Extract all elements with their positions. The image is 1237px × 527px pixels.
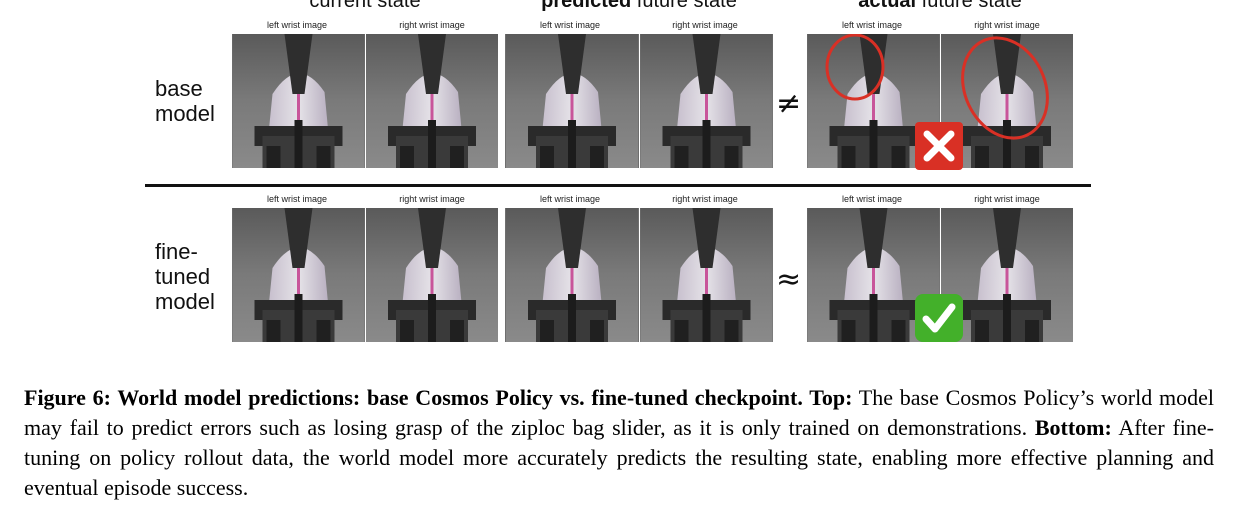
caption-top-text: The base Cosmos Policy’s world model may… <box>24 385 1214 440</box>
photo-finetuned-actual-right <box>941 208 1073 342</box>
figure-caption: Figure 6: World model predictions: base … <box>24 383 1214 503</box>
row-label-line: tuned <box>155 264 211 289</box>
row-divider <box>145 184 1091 187</box>
image-label: left wrist image <box>266 20 328 30</box>
row-label-line: base <box>155 76 203 101</box>
row-label-line: model <box>155 101 215 126</box>
column-header-predicted: predicted future state <box>505 0 773 13</box>
photo-finetuned-current-left <box>232 208 365 342</box>
annotation-circle <box>825 34 885 101</box>
column-header-current-text: current state <box>309 0 421 12</box>
column-header-actual-bold: actual <box>858 0 917 12</box>
caption-figure-number: Figure 6: <box>24 385 111 410</box>
annotation-circle <box>961 36 1049 140</box>
photo-base-predicted-left <box>505 34 639 168</box>
check-mark-icon <box>915 294 963 342</box>
caption-title: World model predictions: base Cosmos Pol… <box>111 385 803 410</box>
row-label-finetuned: fine- tuned model <box>155 239 215 314</box>
caption-bottom-text: After fine-tuning on policy rollout data… <box>24 415 1215 500</box>
column-header-predicted-bold: predicted <box>541 0 632 12</box>
image-label: right wrist image <box>974 20 1040 30</box>
image-label: left wrist image <box>841 20 903 30</box>
photo-base-actual-right <box>941 34 1073 168</box>
image-label: right wrist image <box>672 194 738 204</box>
approx-equal-symbol: ≈ <box>776 262 802 297</box>
photo-finetuned-predicted-right <box>640 208 773 342</box>
image-label: left wrist image <box>539 20 601 30</box>
column-header-actual: actual future state <box>807 0 1073 13</box>
image-label: right wrist image <box>974 194 1040 204</box>
photo-finetuned-predicted-left <box>505 208 639 342</box>
photo-base-current-right <box>366 34 498 168</box>
photo-base-predicted-right <box>640 34 773 168</box>
image-label: left wrist image <box>266 194 328 204</box>
image-label: right wrist image <box>399 20 465 30</box>
row-label-line: fine- <box>155 239 198 264</box>
photo-base-current-left <box>232 34 365 168</box>
image-label: left wrist image <box>841 194 903 204</box>
row-label-line: model <box>155 289 215 314</box>
row-label-base: base model <box>155 76 215 126</box>
cross-mark-icon <box>915 122 963 170</box>
column-header-current: current state <box>232 0 498 13</box>
not-equal-symbol: ≠ <box>776 86 802 121</box>
caption-bottom-label: Bottom: <box>1027 415 1112 440</box>
image-label: right wrist image <box>399 194 465 204</box>
image-label: left wrist image <box>539 194 601 204</box>
image-label: right wrist image <box>672 20 738 30</box>
photo-finetuned-current-right <box>366 208 498 342</box>
column-header-actual-rest: future state <box>916 0 1022 12</box>
column-header-predicted-rest: future state <box>631 0 737 12</box>
caption-top-label: Top: <box>802 385 853 410</box>
